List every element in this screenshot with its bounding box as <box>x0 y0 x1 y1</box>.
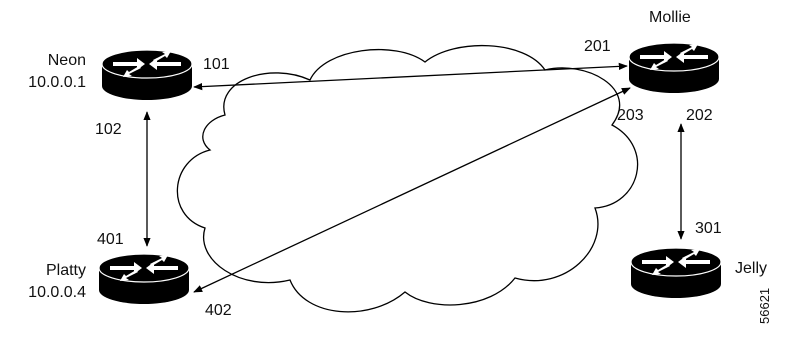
port-label-203: 203 <box>617 107 644 124</box>
port-label-201: 201 <box>584 38 611 55</box>
links-layer <box>143 62 685 293</box>
router-name-jelly: Jelly <box>735 260 768 277</box>
router-jelly-icon <box>630 247 722 299</box>
port-label-301: 301 <box>695 220 722 237</box>
router-address-neon: 10.0.0.1 <box>28 74 86 91</box>
port-label-101: 101 <box>203 56 230 73</box>
port-label-402: 402 <box>205 302 232 319</box>
router-name-mollie: Mollie <box>649 9 691 26</box>
network-cloud <box>176 44 639 313</box>
port-label-102: 102 <box>95 121 122 138</box>
port-label-202: 202 <box>686 107 713 124</box>
router-mollie-icon <box>628 42 720 94</box>
figure-id: 56621 <box>757 287 772 324</box>
router-platty-icon <box>98 253 190 305</box>
link-neon-mollie <box>193 62 628 91</box>
router-name-neon: Neon <box>47 52 86 69</box>
port-label-401: 401 <box>97 231 124 248</box>
router-address-platty: 10.0.0.4 <box>28 284 86 301</box>
router-neon-icon <box>101 49 193 101</box>
router-name-platty: Platty <box>45 262 86 279</box>
link-mollie-platty <box>193 87 631 293</box>
